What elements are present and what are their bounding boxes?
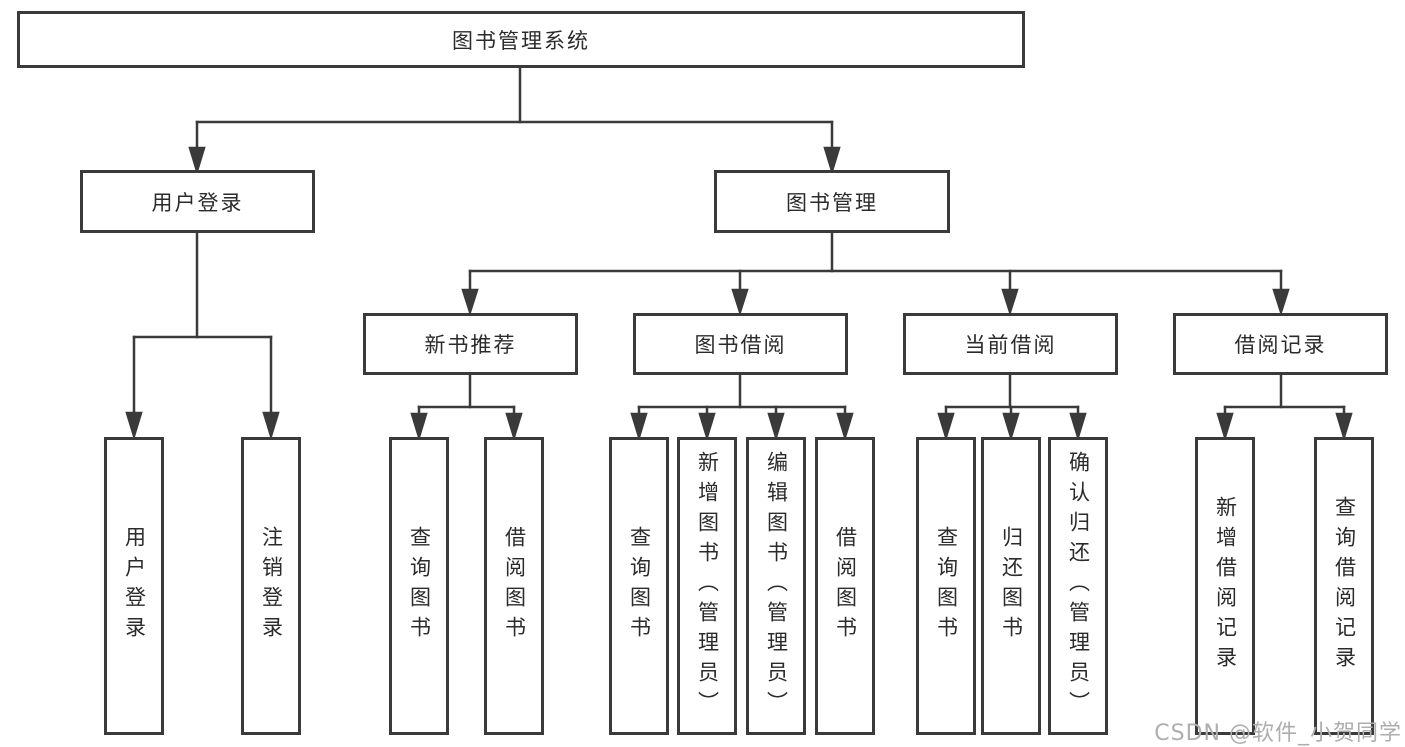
connector-borrowing-records-branch (1216, 373, 1353, 442)
leaf-current-query-books: 查询图书 (916, 437, 976, 735)
leaf-borrowing-add-books-admin: 新增图书（管理员） (677, 437, 737, 735)
csdn-watermark: CSDN @软件_小贺同学 (1154, 721, 1402, 746)
leaf-records-add-record: 新增借阅记录 (1195, 437, 1255, 735)
node-book-borrowing: 图书借阅 (633, 313, 848, 375)
leaf-recommend-query-books-label: 查询图书 (407, 526, 432, 646)
connector-current-borrowing-branch (937, 373, 1087, 442)
leaf-logout: 注销登录 (241, 437, 301, 735)
leaf-borrowing-add-books-admin-label: 新增图书（管理员） (695, 451, 720, 721)
leaf-borrowing-edit-books-admin-label: 编辑图书（管理员） (764, 451, 789, 721)
leaf-recommend-query-books: 查询图书 (389, 437, 449, 735)
leaf-recommend-borrow-books: 借阅图书 (484, 437, 544, 735)
connector-new-book-recommend-branch (410, 373, 523, 442)
connector-book-borrowing-branch (630, 373, 854, 442)
leaf-current-return-books: 归还图书 (981, 437, 1041, 735)
leaf-borrowing-borrow-books: 借阅图书 (815, 437, 875, 735)
leaf-current-confirm-return-admin-label: 确认归还（管理员） (1066, 451, 1091, 721)
leaf-records-query-record-label: 查询借阅记录 (1332, 496, 1357, 676)
leaf-user-login: 用户登录 (104, 437, 164, 735)
leaf-current-query-books-label: 查询图书 (934, 526, 959, 646)
node-borrowing-records: 借阅记录 (1173, 313, 1388, 375)
leaf-borrowing-borrow-books-label: 借阅图书 (833, 526, 858, 646)
leaf-records-add-record-label: 新增借阅记录 (1213, 496, 1238, 676)
node-current-borrowing: 当前借阅 (903, 313, 1118, 375)
leaf-current-return-books-label: 归还图书 (999, 526, 1024, 646)
node-library-management-system: 图书管理系统 (17, 11, 1025, 68)
connector-root-to-level2 (188, 66, 841, 176)
leaf-borrowing-edit-books-admin: 编辑图书（管理员） (746, 437, 806, 735)
node-user-login: 用户登录 (80, 170, 315, 233)
node-book-management: 图书管理 (714, 170, 950, 233)
leaf-borrowing-query-books: 查询图书 (609, 437, 669, 735)
leaf-current-confirm-return-admin: 确认归还（管理员） (1048, 437, 1108, 735)
leaf-logout-label: 注销登录 (259, 526, 284, 646)
node-new-book-recommend: 新书推荐 (363, 313, 578, 375)
leaf-user-login-label: 用户登录 (122, 526, 147, 646)
connector-book-management-branch (461, 231, 1290, 317)
leaf-records-query-record: 查询借阅记录 (1314, 437, 1374, 735)
connector-user-login-branch (125, 231, 280, 441)
leaf-recommend-borrow-books-label: 借阅图书 (502, 526, 527, 646)
leaf-borrowing-query-books-label: 查询图书 (627, 526, 652, 646)
